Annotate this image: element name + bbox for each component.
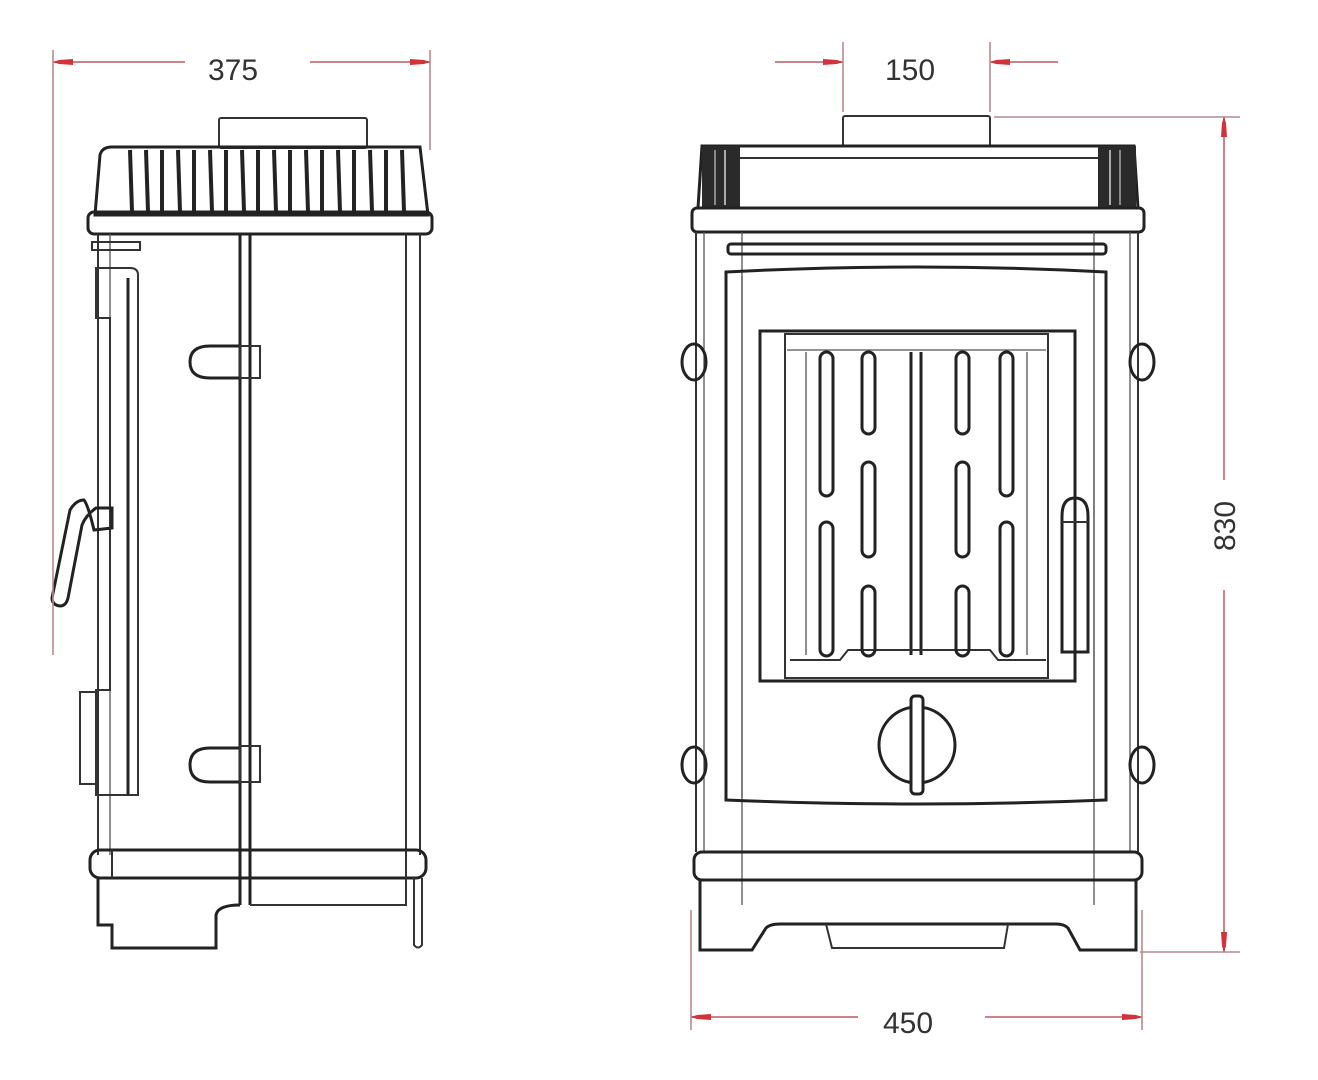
side-door-handle (50, 498, 114, 608)
front-door (724, 265, 1108, 806)
front-top (690, 144, 1146, 234)
side-hinges (188, 344, 261, 784)
firebrick-slots (818, 350, 1015, 658)
side-body (91, 234, 421, 905)
front-flue-collar (842, 115, 991, 147)
dimension-150: 150 (775, 42, 1058, 112)
side-base (88, 848, 428, 950)
front-door-handle (1060, 496, 1090, 654)
dim-label-150: 150 (885, 54, 935, 87)
dim-label-375: 375 (208, 54, 258, 87)
side-door-profile (79, 267, 139, 796)
dim-label-450: 450 (883, 1007, 933, 1040)
dimension-375: 375 (52, 50, 431, 655)
front-side-lugs (680, 342, 1156, 785)
dimension-450: 450 (690, 910, 1143, 1040)
air-control-knob (877, 694, 957, 796)
dimension-830: 830 (994, 116, 1242, 953)
side-top-grille (86, 117, 434, 236)
side-view (50, 117, 434, 950)
front-base (692, 850, 1144, 952)
front-view (680, 115, 1156, 952)
dim-label-830: 830 (1209, 501, 1242, 551)
front-glass-window (758, 329, 1090, 683)
